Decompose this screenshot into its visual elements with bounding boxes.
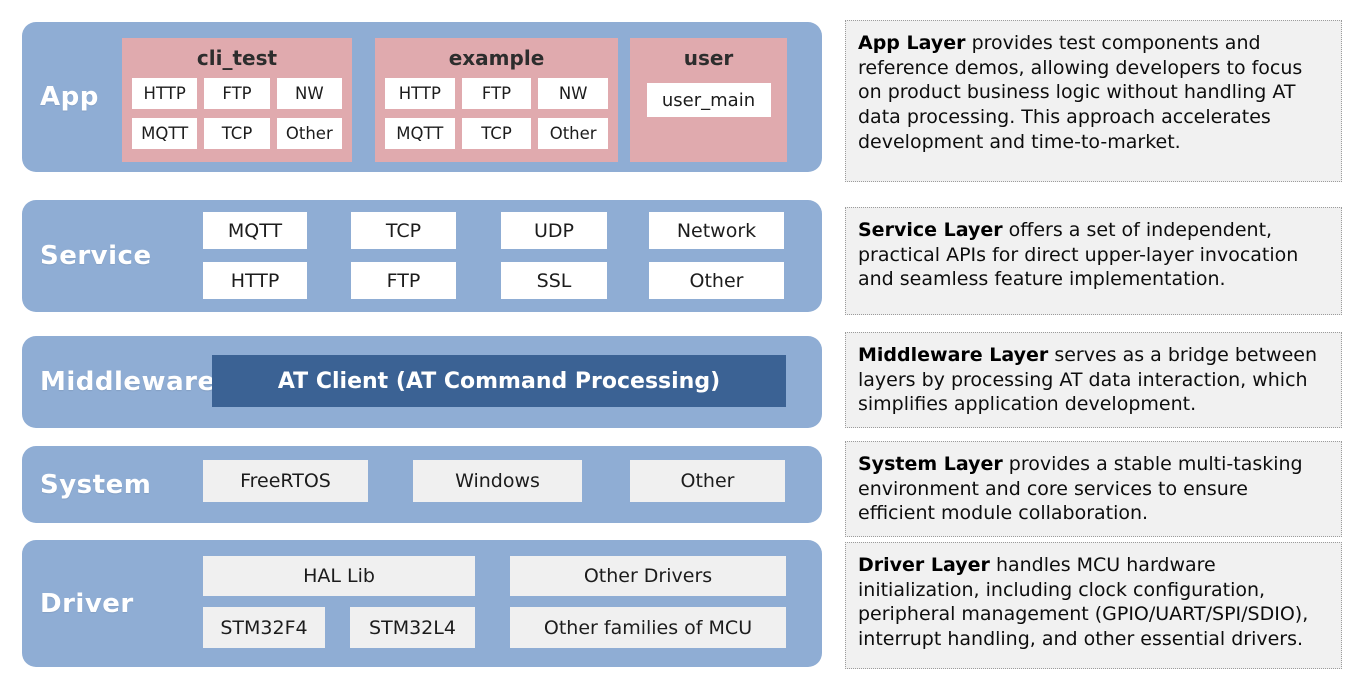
chip-tcp: TCP (461, 118, 532, 149)
layer-driver: Driver HAL Lib Other Drivers STM32F4 STM… (22, 540, 822, 667)
layer-driver-label: Driver (40, 588, 134, 619)
layer-middleware: Middleware AT Client (AT Command Process… (22, 336, 822, 428)
chip-hal-lib: HAL Lib (203, 556, 475, 596)
desc-app-title: App Layer (858, 32, 966, 54)
chip-mqtt: MQTT (385, 118, 455, 149)
layer-system-label: System (40, 469, 152, 500)
desc-driver-body: handles MCU hardware initialization, inc… (858, 554, 1309, 651)
group-example-grid: HTTP FTP NW MQTT TCP Other (385, 78, 608, 149)
group-example-title: example (448, 46, 545, 70)
desc-service-text: Service Layer offers a set of independen… (858, 218, 1329, 292)
layer-app: App cli_test HTTP FTP NW MQTT TCP Other … (22, 22, 822, 172)
chip-mqtt: MQTT (203, 212, 307, 249)
desc-driver-text: Driver Layer handles MCU hardware initia… (858, 553, 1329, 652)
chip-other: Other (630, 460, 785, 502)
desc-system-title: System Layer (858, 453, 1003, 475)
at-client-bar: AT Client (AT Command Processing) (212, 355, 786, 407)
group-example: example HTTP FTP NW MQTT TCP Other (375, 38, 618, 162)
desc-app-text: App Layer provides test components and r… (858, 31, 1329, 154)
chip-http: HTTP (385, 78, 455, 109)
chip-stm32f4: STM32F4 (203, 607, 325, 648)
chip-nw: NW (538, 78, 608, 109)
layer-service-label: Service (40, 241, 152, 271)
chip-other: Other (538, 118, 608, 149)
chip-network: Network (649, 212, 784, 249)
chip-nw: NW (276, 78, 342, 109)
group-user: user user_main (630, 38, 787, 162)
chip-udp: UDP (501, 212, 607, 249)
group-cli-test-title: cli_test (196, 46, 278, 70)
desc-middleware-layer: Middleware Layer serves as a bridge betw… (845, 332, 1342, 429)
desc-app-body: provides test components and reference d… (858, 32, 1303, 153)
group-cli-test: cli_test HTTP FTP NW MQTT TCP Other (122, 38, 352, 162)
desc-middleware-body: serves as a bridge between layers by pro… (858, 344, 1318, 416)
chip-ftp: FTP (461, 78, 532, 109)
chip-tcp: TCP (204, 118, 270, 149)
chip-ssl: SSL (501, 262, 607, 299)
chip-user-main: user_main (646, 83, 771, 117)
chip-tcp: TCP (351, 212, 456, 249)
chip-freertos: FreeRTOS (203, 460, 368, 502)
layer-service: Service MQTT TCP UDP Network HTTP FTP SS… (22, 200, 822, 312)
chip-other-mcu-families: Other families of MCU (510, 607, 786, 648)
chip-other: Other (276, 118, 342, 149)
group-user-title: user (683, 46, 734, 70)
desc-system-text: System Layer provides a stable multi-tas… (858, 452, 1329, 526)
desc-driver-title: Driver Layer (858, 554, 990, 576)
desc-driver-layer: Driver Layer handles MCU hardware initia… (845, 542, 1342, 669)
chip-http: HTTP (203, 262, 307, 299)
chip-stm32l4: STM32L4 (350, 607, 475, 648)
desc-app-layer: App Layer provides test components and r… (845, 20, 1342, 182)
chip-other-drivers: Other Drivers (510, 556, 786, 596)
desc-system-layer: System Layer provides a stable multi-tas… (845, 441, 1342, 538)
chip-ftp: FTP (351, 262, 456, 299)
desc-service-layer: Service Layer offers a set of independen… (845, 207, 1342, 315)
chip-other: Other (649, 262, 784, 299)
desc-middleware-title: Middleware Layer (858, 344, 1049, 366)
desc-service-body: offers a set of independent, practical A… (858, 219, 1299, 291)
desc-service-title: Service Layer (858, 219, 1003, 241)
desc-middleware-text: Middleware Layer serves as a bridge betw… (858, 343, 1329, 417)
layer-system: System FreeRTOS Windows Other (22, 446, 822, 523)
group-cli-test-grid: HTTP FTP NW MQTT TCP Other (132, 78, 342, 149)
chip-windows: Windows (413, 460, 582, 502)
chip-mqtt: MQTT (132, 118, 198, 149)
desc-system-body: provides a stable multi-tasking environm… (858, 453, 1303, 525)
layer-middleware-label: Middleware (40, 367, 216, 397)
chip-http: HTTP (132, 78, 198, 109)
chip-ftp: FTP (204, 78, 270, 109)
layer-app-label: App (40, 82, 99, 112)
